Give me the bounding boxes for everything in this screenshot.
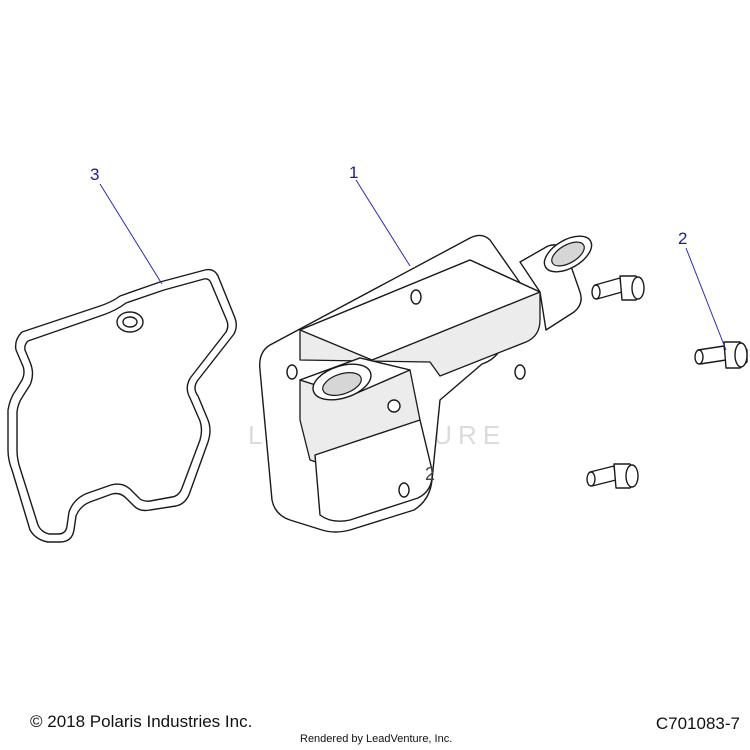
bolt-icon[interactable] [591, 275, 645, 301]
leader-line-1 [355, 179, 411, 267]
cover-cast-number: 2 [425, 464, 435, 484]
callout-3[interactable]: 3 [90, 165, 99, 184]
bolt-icon[interactable] [586, 463, 639, 489]
leader-line-3 [99, 183, 163, 285]
cover-icon[interactable]: 2 [259, 229, 598, 533]
gasket-icon[interactable] [7, 268, 237, 543]
copyright-text: © 2018 Polaris Industries Inc. [30, 712, 253, 731]
diagram-code: C701083-7 [655, 714, 740, 733]
leader-line-2 [685, 247, 727, 351]
callout-2[interactable]: 2 [678, 229, 687, 248]
callout-1[interactable]: 1 [349, 163, 358, 182]
rendered-by-text: Rendered by LeadVenture, Inc. [300, 733, 453, 745]
bolt-icon[interactable] [694, 341, 748, 369]
